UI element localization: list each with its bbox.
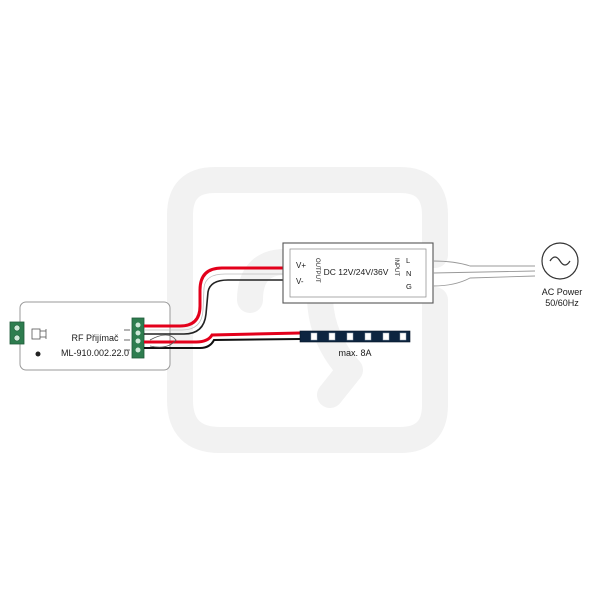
psu-input-label: INPUT: [393, 258, 399, 276]
wire-negative-led: [144, 338, 301, 349]
receiver-led-icon: [35, 351, 41, 357]
psu-output-label: OUTPUT: [314, 258, 320, 283]
receiver-input-terminal: [9, 321, 25, 345]
wire-positive-led: [144, 331, 301, 344]
psu-pin-l: L: [406, 256, 410, 265]
psu-voltage-label: DC 12V/24V/36V: [324, 267, 389, 277]
ac-cable: [432, 260, 536, 287]
watermark-logo-icon: [167, 167, 448, 453]
receiver-connector-icon: [31, 328, 47, 340]
receiver-title: RF Přijímač: [72, 333, 119, 343]
led-strip: max. 8A: [299, 330, 411, 358]
wire-positive: [144, 266, 283, 328]
receiver-output-terminal: [131, 317, 145, 359]
led-chip-icon: [310, 332, 407, 341]
receiver-model: ML-910.002.22.0: [61, 348, 129, 358]
psu-pin-n: N: [406, 269, 411, 278]
wire-negative-psu: [144, 279, 283, 335]
ac-frequency-label: 50/60Hz: [545, 298, 579, 308]
psu-pin-g: G: [406, 282, 412, 291]
power-supply: V+ V- OUTPUT DC 12V/24V/36V INPUT L N G: [282, 242, 434, 304]
psu-pin-vminus: V-: [296, 277, 304, 286]
rf-receiver: RF Přijímač ML-910.002.22.0: [9, 301, 171, 371]
led-max-current-label: max. 8A: [338, 348, 371, 358]
ac-power-source: AC Power 50/60Hz: [541, 242, 583, 308]
ac-power-label: AC Power: [542, 287, 583, 297]
psu-pin-vplus: V+: [296, 261, 306, 270]
